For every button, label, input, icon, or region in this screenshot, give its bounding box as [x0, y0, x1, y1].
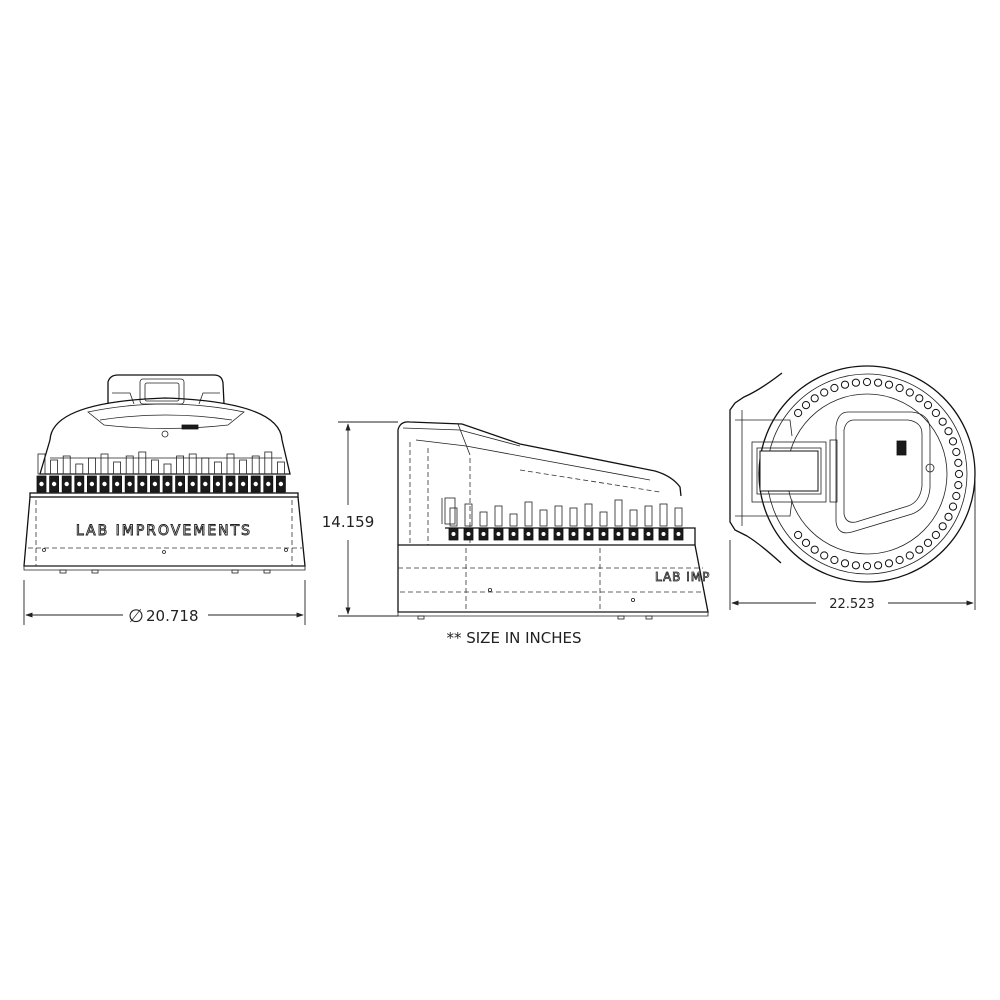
front-tube-rack	[36, 451, 286, 493]
side-brand-label: LAB IMP	[655, 570, 710, 584]
top-display	[751, 439, 838, 503]
diameter-dimension: ∅ 20.718	[23, 580, 306, 627]
length-value: 22.523	[829, 597, 875, 612]
side-base	[397, 527, 709, 620]
top-tube-ring	[794, 377, 964, 571]
side-tube-rack	[448, 499, 684, 541]
front-lid	[49, 397, 283, 441]
top-lid-panel	[835, 411, 935, 534]
length-dimension: 22.523	[729, 480, 976, 612]
units-note: ** SIZE IN INCHES	[446, 629, 581, 647]
front-view: LAB IMPROVEMENTS ∅ 20.718	[23, 374, 306, 627]
front-brand-label: LAB IMPROVEMENTS	[76, 523, 252, 539]
side-housing	[397, 421, 682, 545]
front-base	[23, 492, 306, 574]
top-view: 22.523	[729, 365, 976, 612]
height-dimension: 14.159	[322, 421, 398, 617]
diameter-value: 20.718	[146, 607, 199, 625]
front-display-housing	[107, 374, 225, 405]
diameter-symbol: ∅	[128, 606, 144, 627]
side-view: LAB IMP 14.159 ** SIZE IN INCHES	[322, 421, 710, 647]
height-value: 14.159	[322, 513, 375, 531]
